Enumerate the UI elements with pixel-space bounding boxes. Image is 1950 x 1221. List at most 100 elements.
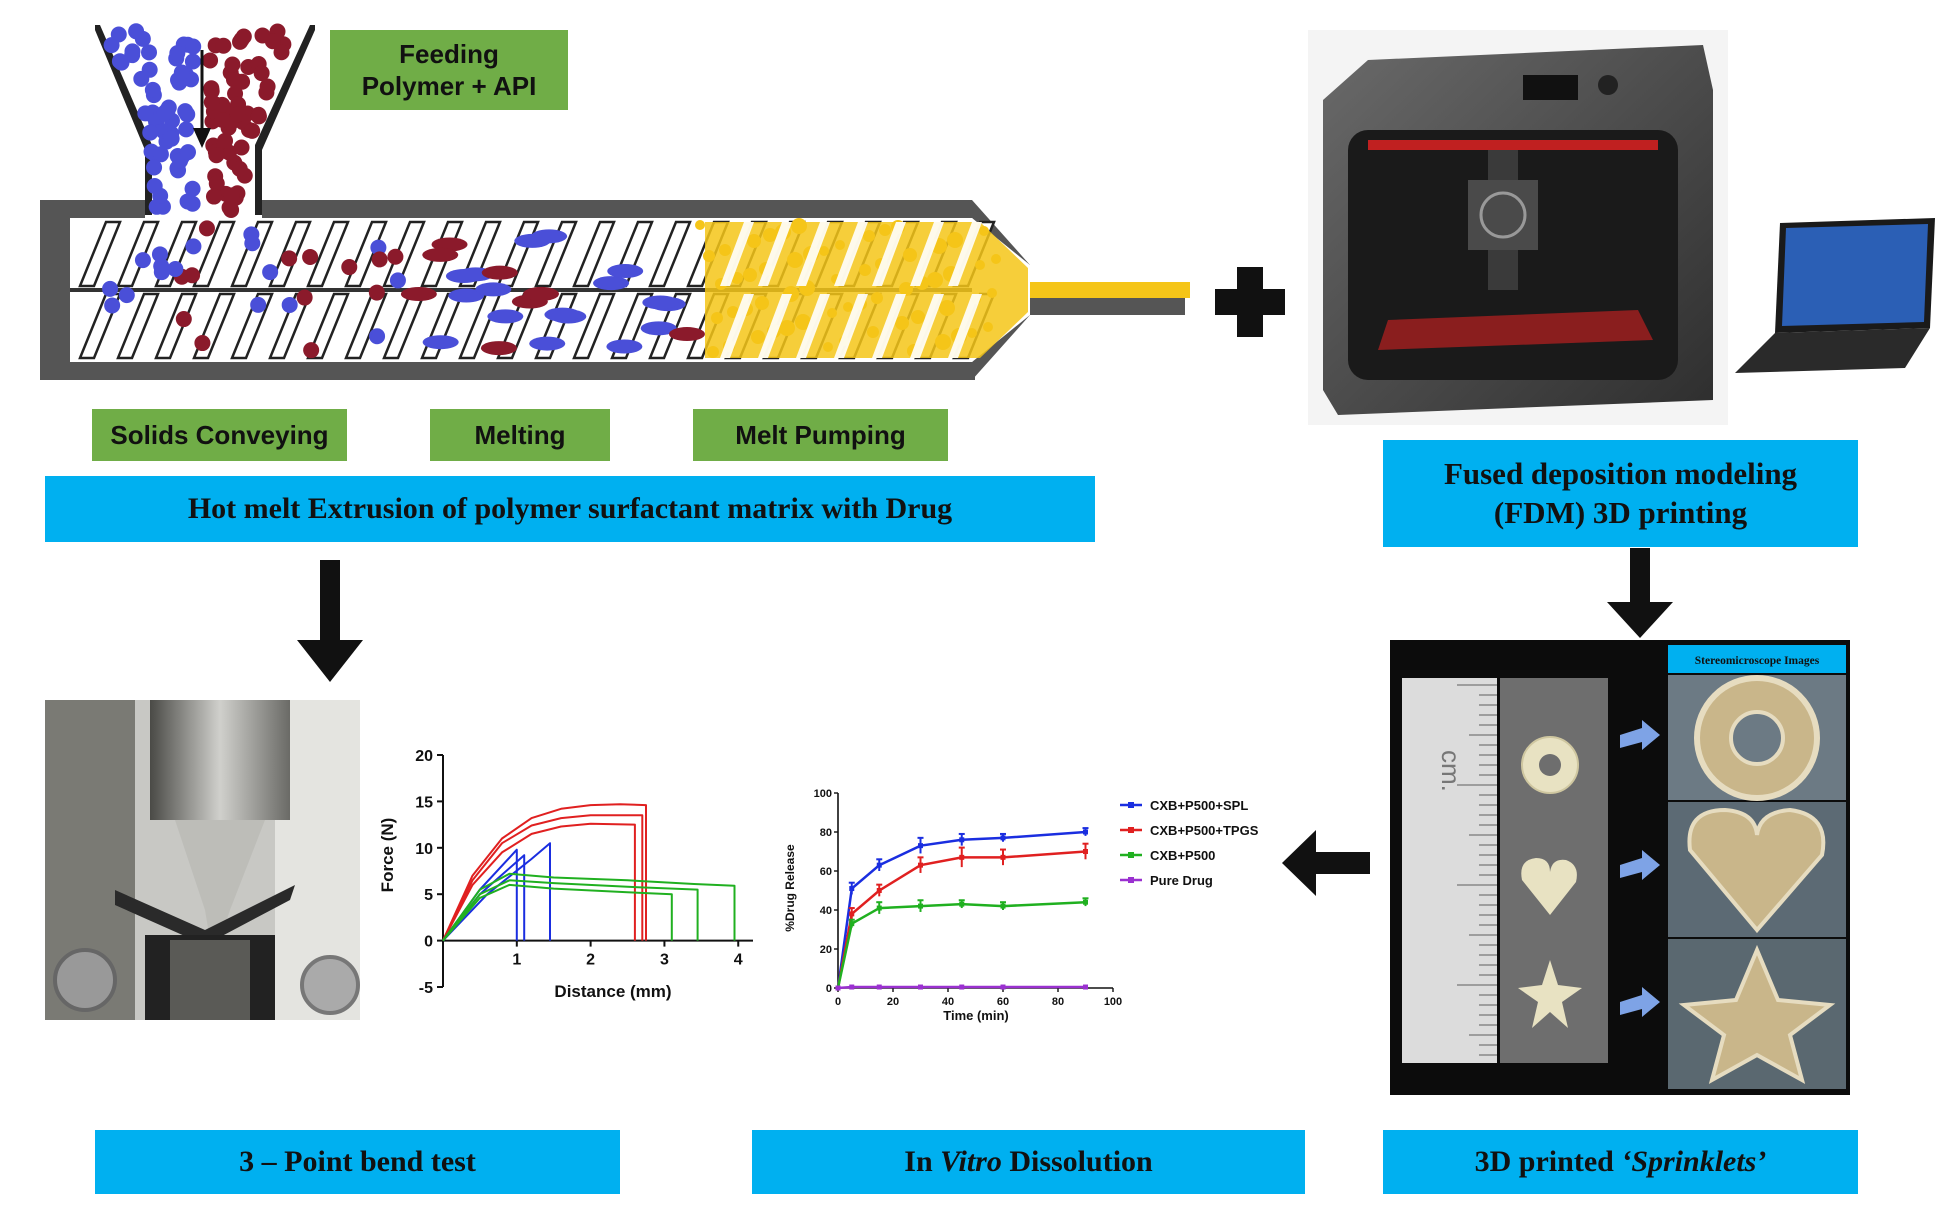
- melt-screw-flight: [834, 294, 868, 358]
- chart1-ytick-label: 15: [415, 794, 433, 811]
- feed-arrow: [193, 50, 211, 148]
- melt-screw-flight: [720, 294, 754, 358]
- blue-particle: [146, 159, 163, 176]
- melt-screw-flight: [758, 222, 792, 286]
- feeding-label: Feeding Polymer + API: [330, 30, 568, 110]
- melting-particle: [480, 341, 517, 356]
- red-particle: [203, 83, 220, 100]
- melt-blob: [703, 250, 715, 262]
- melt-blob: [927, 272, 943, 288]
- solid-particle: [250, 296, 267, 313]
- melt-blob: [827, 308, 837, 318]
- red-particle: [217, 132, 234, 149]
- hme-title-text: Hot melt Extrusion of polymer surfactant…: [187, 492, 953, 526]
- solid-particle: [341, 259, 358, 276]
- melt-blob: [835, 240, 845, 250]
- melt-blob: [911, 310, 925, 324]
- melting-particle: [523, 286, 560, 301]
- melting-text: Melting: [474, 419, 566, 450]
- solid-particle: [389, 272, 406, 289]
- melt-blob: [935, 334, 951, 350]
- chart1-ytick-label: 10: [415, 841, 433, 858]
- chart2-point: [876, 905, 882, 911]
- chart2-point: [1000, 854, 1006, 860]
- chart2-point: [959, 901, 965, 907]
- chart2-ytick-label: 0: [826, 983, 832, 995]
- melt-blob: [727, 306, 739, 318]
- solid-particle: [244, 235, 261, 252]
- chart2-point: [1083, 849, 1088, 854]
- blue-particle: [146, 177, 163, 194]
- chart2-ytick-label: 100: [814, 788, 832, 800]
- melt-screw-flight: [910, 222, 944, 286]
- solid-particle: [153, 264, 170, 281]
- solid-particle: [194, 335, 211, 352]
- melt-blob: [895, 316, 909, 330]
- red-particle: [208, 147, 225, 164]
- screw-flight: [648, 220, 692, 288]
- blue-particle: [141, 44, 158, 61]
- chart2-point: [918, 843, 923, 849]
- screw-flight: [572, 220, 616, 288]
- melting-label: Melting: [430, 409, 610, 461]
- melt-blob: [787, 252, 803, 268]
- melting-particle: [400, 287, 437, 302]
- melt-screw-flight: [720, 222, 754, 286]
- solid-particle: [368, 284, 385, 301]
- chart2-point: [876, 888, 882, 893]
- chart2-point: [1000, 835, 1006, 841]
- melt-pumping-label: Melt Pumping: [693, 409, 948, 461]
- chart2-xlabel: Time (min): [943, 1008, 1009, 1023]
- blue-particle: [128, 23, 145, 40]
- solid-particle: [175, 311, 192, 328]
- chart2-point: [918, 862, 923, 868]
- red-particle: [205, 188, 222, 205]
- melt-blob: [859, 264, 871, 276]
- melt-blob: [843, 302, 853, 312]
- solid-particle: [369, 328, 386, 345]
- chart1-xtick-label: 2: [586, 952, 595, 969]
- fdm-printer-image: [1308, 30, 1728, 425]
- blue-particle: [179, 106, 196, 123]
- melt-blob: [991, 254, 1001, 264]
- chart1-series-line: [442, 822, 636, 942]
- melt-screw-flight: [834, 222, 868, 286]
- chart2-legend-label: CXB+P500+SPL: [1150, 798, 1248, 813]
- chart2-xtick-label: 60: [997, 996, 1009, 1008]
- solid-particle: [387, 248, 404, 265]
- melt-blob: [879, 224, 891, 236]
- stereo-title: Stereomicroscope Images: [1695, 655, 1820, 667]
- fdm-title-line2: (FDM) 3D printing: [1493, 494, 1748, 530]
- feeding-label-line1: Feeding: [399, 38, 499, 69]
- fdm-title-box: Fused deposition modeling (FDM) 3D print…: [1383, 440, 1858, 547]
- melt-blob: [987, 288, 997, 298]
- chart2-series-line: [836, 850, 1086, 989]
- dissolution-italic: Vitro: [940, 1145, 1002, 1179]
- solid-particle: [102, 280, 119, 297]
- blue-particle: [103, 37, 120, 54]
- chart2-point: [876, 984, 882, 990]
- solid-particle: [104, 297, 121, 314]
- chart2-point: [849, 886, 855, 892]
- dissolution-text: In Vitro Dissolution: [904, 1143, 1152, 1181]
- chart2-ytick-label: 60: [820, 866, 832, 878]
- melt-blob: [979, 226, 989, 236]
- screw-flight: [192, 220, 236, 288]
- chart2-point: [1000, 903, 1006, 909]
- chart2-point: [959, 984, 965, 990]
- melt-blob: [743, 268, 757, 282]
- red-particle: [202, 52, 219, 69]
- bend-test-box: 3 – Point bend test: [95, 1130, 620, 1194]
- red-particle: [203, 94, 220, 111]
- blue-particle: [180, 144, 197, 161]
- melt-blob: [751, 330, 765, 344]
- chart2-point: [835, 985, 841, 991]
- melt-blob: [791, 218, 807, 234]
- red-particle: [225, 71, 242, 88]
- melt-screw-flight: [948, 222, 982, 286]
- melt-screw-flight: [796, 294, 830, 358]
- chart2-xtick-label: 80: [1052, 996, 1064, 1008]
- sprinklets-box: 3D printed ‘Sprinklets’: [1383, 1130, 1858, 1194]
- melt-screw-flight: [910, 294, 944, 358]
